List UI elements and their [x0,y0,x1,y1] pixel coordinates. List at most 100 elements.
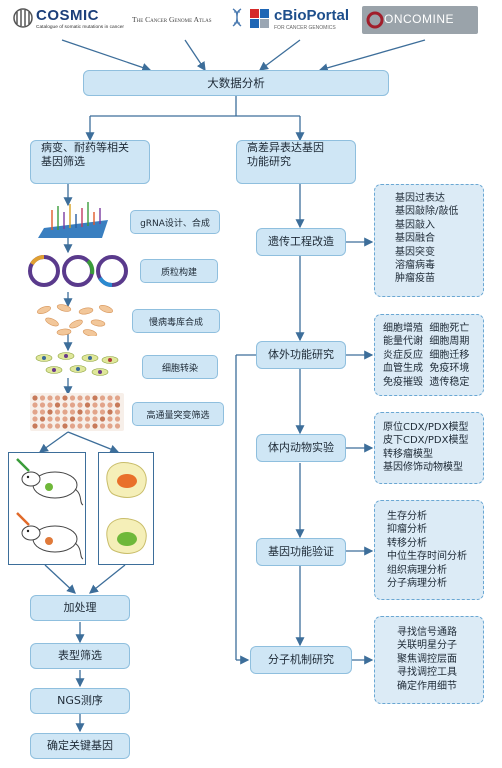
step-lentivirus-library-label: 慢病毒库合成 [148,317,203,328]
well-dot [39,423,46,429]
well-dot [107,416,113,422]
in-vivo-details: 原位CDX/PDX模型 皮下CDX/PDX模型 转移瘤模型 基因修饰动物模型 [374,412,484,484]
detail-item: 细胞死亡 [429,323,470,334]
step-lentivirus-library: 慢病毒库合成 [132,309,220,333]
gene-screening-box: 病变、耐药等相关 基因筛选 [30,140,150,184]
well-plate-icon [30,393,124,431]
detail-item: 聚焦调控层面 [397,653,457,665]
well-dot [39,395,46,401]
diff-expression-line2: 功能研究 [247,155,291,168]
in-vitro-details: 细胞增殖 细胞死亡 能量代谢 细胞周期 炎症反应 细胞迁移 血管生成 免疫环境 … [374,314,484,396]
treatment-label: 加处理 [63,601,97,614]
well-dot [47,416,53,422]
gene-screening-line1: 病变、耐药等相关 [41,141,129,154]
detail-item: 细胞周期 [429,336,470,348]
detail-item: 基因过表达 [395,193,445,204]
well-dot [47,423,53,429]
detail-item: 基因敲除/敲低 [395,206,459,218]
well-dot [92,409,98,415]
well-dot [107,409,113,415]
well-dot [114,423,121,429]
cbioportal-grid-icon [250,9,269,28]
well-dot [99,402,106,408]
detail-item: 基因敲入 [395,219,435,231]
validation-details: 生存分析 抑瘤分析 转移分析 中位生存时间分析 组织病理分析 分子病理分析 [374,500,484,600]
oncomine-logo: ONCOMINE [362,6,478,34]
oncomine-o-icon [366,11,384,29]
step-cell-transfection: 细胞转染 [142,355,218,379]
detail-item: 转移分析 [387,537,427,549]
well-dot [77,395,83,401]
cbioportal-subtitle: FOR CANCER GENOMICS [274,25,336,31]
cell-transfection-icon [35,352,119,376]
detail-item: 基因修饰动物模型 [383,462,463,474]
well-dot [54,416,61,422]
grna-array-icon [38,202,108,238]
well-dot [84,395,91,401]
well-plate-base [30,393,124,431]
well-dot [92,416,98,422]
well-dot [47,409,53,415]
detail-item: 肿瘤疫苗 [395,273,435,285]
molecular-mechanism-label: 分子机制研究 [268,653,334,666]
well-dot [39,402,46,408]
detail-row: 炎症反应 细胞迁移 [383,349,483,362]
step-plasmid-build-label: 质粒构建 [160,267,197,278]
well-dot [54,395,61,401]
well-dot [92,402,98,408]
well-dot [84,423,91,429]
detail-row: 能量代谢 细胞周期 [383,335,483,348]
tcga-logo: The Cancer Genome Atlas [132,8,244,36]
genetic-engineering-label: 遗传工程改造 [268,235,334,248]
cosmic-logo: COSMIC Catalogue of somatic mutations in… [12,6,124,38]
gene-validation-label: 基因功能验证 [268,545,334,558]
well-dot [69,395,76,401]
phenotype-screening-label: 表型筛选 [58,649,102,662]
mouse-panel [8,452,86,565]
detail-item: 关联明星分子 [397,640,457,652]
plasmid-rings-icon [28,255,128,287]
gene-validation-box: 基因功能验证 [256,538,346,566]
ngs-sequencing-label: NGS测序 [57,694,103,707]
well-dot [84,402,91,408]
well-dot [32,402,38,408]
step-cell-transfection-label: 细胞转染 [161,363,198,374]
genetic-engineering-details: 基因过表达 基因敲除/敲低 基因敲入 基因融合 基因突变 溶瘤病毒 肿瘤疫苗 [374,184,484,297]
well-dot [114,416,121,422]
well-dot [114,409,121,415]
well-dot [107,395,113,401]
step-grna-design-label: gRNA设计、合成 [140,218,210,229]
dna-helix-icon [232,8,242,27]
gene-screening-line2: 基因筛选 [41,155,85,168]
detail-item: 炎症反应 [383,349,423,361]
detail-row: 血管生成 免疫环境 [383,362,483,375]
well-dot [62,423,68,429]
well-dot [114,395,121,401]
detail-item: 能量代谢 [383,336,423,348]
well-dot [69,416,76,422]
phenotype-screening-box: 表型筛选 [30,643,130,669]
well-dot [92,423,98,429]
well-dot [62,402,68,408]
cosmic-globe-icon [13,8,33,28]
well-dot [62,409,68,415]
detail-item: 溶瘤病毒 [395,260,435,272]
in-vivo-study-box: 体内动物实验 [256,434,346,462]
detail-item: 细胞迁移 [429,349,470,361]
well-dot [62,416,68,422]
well-dot [77,423,83,429]
well-dot [39,416,46,422]
well-dot [62,395,68,401]
well-dot [32,395,38,401]
well-dot [69,409,76,415]
detail-item: 组织病理分析 [387,564,447,576]
step-grna-design: gRNA设计、合成 [130,210,220,234]
detail-item: 血管生成 [383,363,423,375]
detail-item: 生存分析 [387,511,427,522]
detail-item: 免疫环境 [429,363,470,375]
oncomine-title: ONCOMINE [384,12,454,26]
well-dot [54,423,61,429]
detail-item: 基因融合 [395,233,435,245]
well-dot [39,409,46,415]
